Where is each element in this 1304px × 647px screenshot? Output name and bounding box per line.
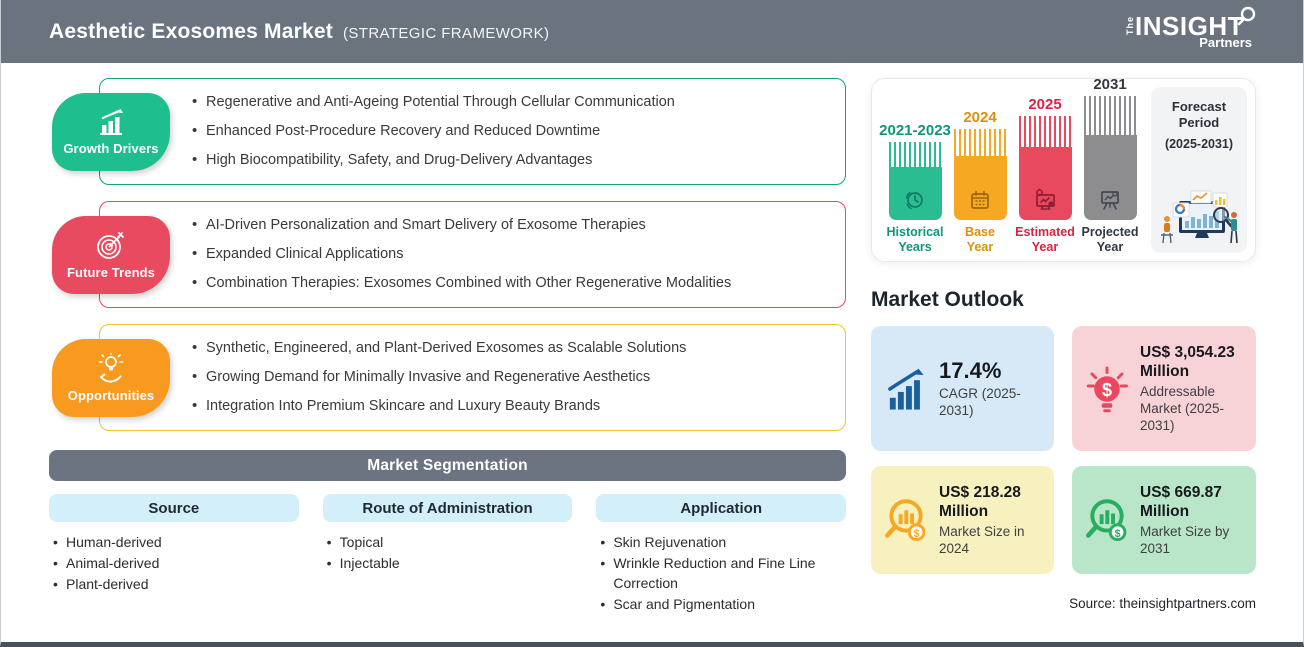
market-size-2031-value: US$ 669.87 Million	[1140, 484, 1222, 520]
cagr-label: CAGR (2025-2031)	[939, 385, 1021, 418]
segmentation-columns: Source Human-derived Animal-derived Plan…	[49, 494, 847, 615]
list-item: Wrinkle Reduction and Fine Line Correcti…	[600, 553, 846, 593]
list-item: Plant-derived	[53, 574, 299, 594]
magnifier-lens-icon	[1237, 6, 1256, 26]
market-outlook-title: Market Outlook	[871, 288, 1024, 311]
bar-year-label: 2031	[1093, 76, 1127, 93]
timeline-bars: 2021-2023 Historical Years	[879, 76, 1139, 257]
segmentation-column-source: Source Human-derived Animal-derived Plan…	[49, 494, 299, 615]
analysts-illustration	[1161, 190, 1238, 244]
segmentation-column-route: Route of Administration Topical Injectab…	[322, 494, 573, 615]
projected-year-bar: 2031 Pr	[1081, 76, 1139, 257]
svg-text:$: $	[1115, 528, 1121, 540]
opportunities-badge: Opportunities	[52, 338, 170, 417]
list-item: Injectable	[327, 553, 573, 573]
source-attribution: Source: theinsightpartners.com	[1069, 596, 1256, 611]
market-size-2031-label: Market Size by 2031	[1140, 524, 1230, 556]
list-item: Expanded Clinical Applications	[192, 245, 845, 263]
list-item: Skin Rejuvenation	[600, 532, 846, 552]
svg-text:$: $	[1102, 379, 1112, 399]
timeline-chart-card: 2021-2023 Historical Years	[871, 76, 1256, 262]
list-item: AI-Driven Personalization and Smart Deli…	[192, 216, 845, 234]
market-size-2024-value: US$ 218.28 Million	[939, 484, 1021, 520]
opportunities-box: Opportunities Synthetic, Engineered, and…	[52, 324, 846, 431]
presentation-chart-icon	[1101, 191, 1119, 210]
addressable-market-card: $ US$ 3,054.23 Million Addressable Marke…	[1072, 326, 1256, 451]
bar-stripes	[1083, 96, 1137, 135]
list-item: Growing Demand for Minimally Invasive an…	[192, 368, 845, 386]
logo-the-text: The	[1125, 16, 1136, 36]
list-item: Regenerative and Anti-Ageing Potential T…	[192, 93, 845, 111]
addressable-market-label: Addressable Market (2025-2031)	[1140, 384, 1225, 433]
cagr-card: 17.4% CAGR (2025-2031)	[871, 326, 1054, 451]
forecast-period-title: Forecast Period	[1171, 99, 1227, 130]
list-item: Integration Into Premium Skincare and Lu…	[192, 397, 845, 415]
framework-column: Growth Drivers Regenerative and Anti-Age…	[49, 78, 847, 615]
page-subtitle: (STRATEGIC FRAMEWORK)	[342, 24, 550, 42]
growth-drivers-badge: Growth Drivers	[52, 92, 170, 171]
forecast-period-panel: Forecast Period (2025-2031)	[1151, 87, 1247, 253]
lightbulb-hand-icon	[98, 352, 124, 383]
main-content: Growth Drivers Regenerative and Anti-Age…	[1, 63, 1303, 615]
list-item: Animal-derived	[53, 553, 299, 573]
bar-stripes	[1018, 116, 1072, 147]
addressable-market-value: US$ 3,054.23 Million	[1140, 344, 1235, 380]
bars-arrow-icon	[888, 367, 924, 410]
list-item: Enhanced Post-Procedure Recovery and Red…	[192, 122, 845, 140]
magnifier-chart-icon: $	[884, 499, 926, 542]
bar-stripes	[953, 129, 1007, 156]
svg-text:$: $	[914, 528, 920, 540]
segmentation-column-application: Application Skin Rejuvenation Wrinkle Re…	[596, 494, 847, 615]
estimated-year-bar: 2025	[1015, 96, 1075, 257]
market-segmentation-title: Market Segmentation	[367, 456, 528, 474]
market-size-2024-card: $ US$ 218.28 Million Market Size in 2024	[871, 466, 1054, 574]
market-outlook-column: 2021-2023 Historical Years	[871, 76, 1256, 615]
base-year-bar: 2024 Base Year	[952, 109, 1008, 257]
target-dart-icon	[97, 231, 124, 259]
bar-period-label: Base Year	[965, 225, 995, 254]
list-item: Topical	[327, 532, 573, 552]
bar-year-label: 2021-2023	[879, 122, 951, 139]
future-trends-label: Future Trends	[67, 264, 155, 280]
future-trends-badge: Future Trends	[52, 215, 170, 294]
bar-year-label: 2025	[1028, 96, 1062, 113]
bar-period-label: Historical Years	[886, 225, 944, 254]
monitor-gear-icon	[1036, 188, 1055, 210]
logo-partners-text: Partners	[1199, 35, 1252, 50]
bar-year-label: 2024	[963, 109, 997, 126]
source-header: Source	[49, 494, 299, 522]
forecast-period-range: (2025-2031)	[1164, 137, 1234, 151]
market-segmentation-header: Market Segmentation	[49, 450, 846, 481]
header-title-group: Aesthetic Exosomes Market (STRATEGIC FRA…	[49, 20, 1125, 44]
list-item: Synthetic, Engineered, and Plant-Derived…	[192, 339, 845, 357]
lightbulb-dollar-icon: $	[1086, 366, 1128, 412]
list-item: Human-derived	[53, 532, 299, 552]
header-bar: Aesthetic Exosomes Market (STRATEGIC FRA…	[1, 0, 1303, 63]
list-item: High Biocompatibility, Safety, and Drug-…	[192, 151, 845, 169]
calendar-icon	[971, 190, 989, 209]
logo-insight-text: INSIGHT	[1135, 6, 1256, 39]
market-size-2024-label: Market Size in 2024	[939, 524, 1025, 556]
magnifier-chart-icon: $	[1085, 499, 1127, 542]
route-of-administration-header: Route of Administration	[322, 494, 573, 522]
application-header: Application	[596, 494, 847, 522]
growth-drivers-box: Growth Drivers Regenerative and Anti-Age…	[52, 78, 846, 185]
bar-period-label: Estimated Year	[1015, 225, 1075, 254]
outlook-cards: 17.4% CAGR (2025-2031) $	[871, 326, 1256, 574]
list-item: Combination Therapies: Exosomes Combined…	[192, 274, 845, 292]
market-size-2031-card: $ US$ 669.87 Million Market Size by 2031	[1072, 466, 1256, 574]
history-clock-icon	[905, 191, 923, 210]
list-item: Scar and Pigmentation	[600, 594, 846, 614]
cagr-value: 17.4%	[939, 357, 1002, 383]
insight-partners-logo: The INSIGHT Partners	[1125, 6, 1256, 50]
bar-stripes	[888, 142, 942, 167]
page-title: Aesthetic Exosomes Market	[49, 19, 333, 43]
future-trends-box: Future Trends AI-Driven Personalization …	[52, 201, 846, 308]
historical-years-bar: 2021-2023 Historical Years	[879, 122, 951, 257]
bar-period-label: Projected Year	[1081, 225, 1139, 254]
growth-drivers-label: Growth Drivers	[63, 140, 159, 156]
growth-chart-icon	[100, 108, 123, 135]
opportunities-label: Opportunities	[67, 387, 155, 403]
